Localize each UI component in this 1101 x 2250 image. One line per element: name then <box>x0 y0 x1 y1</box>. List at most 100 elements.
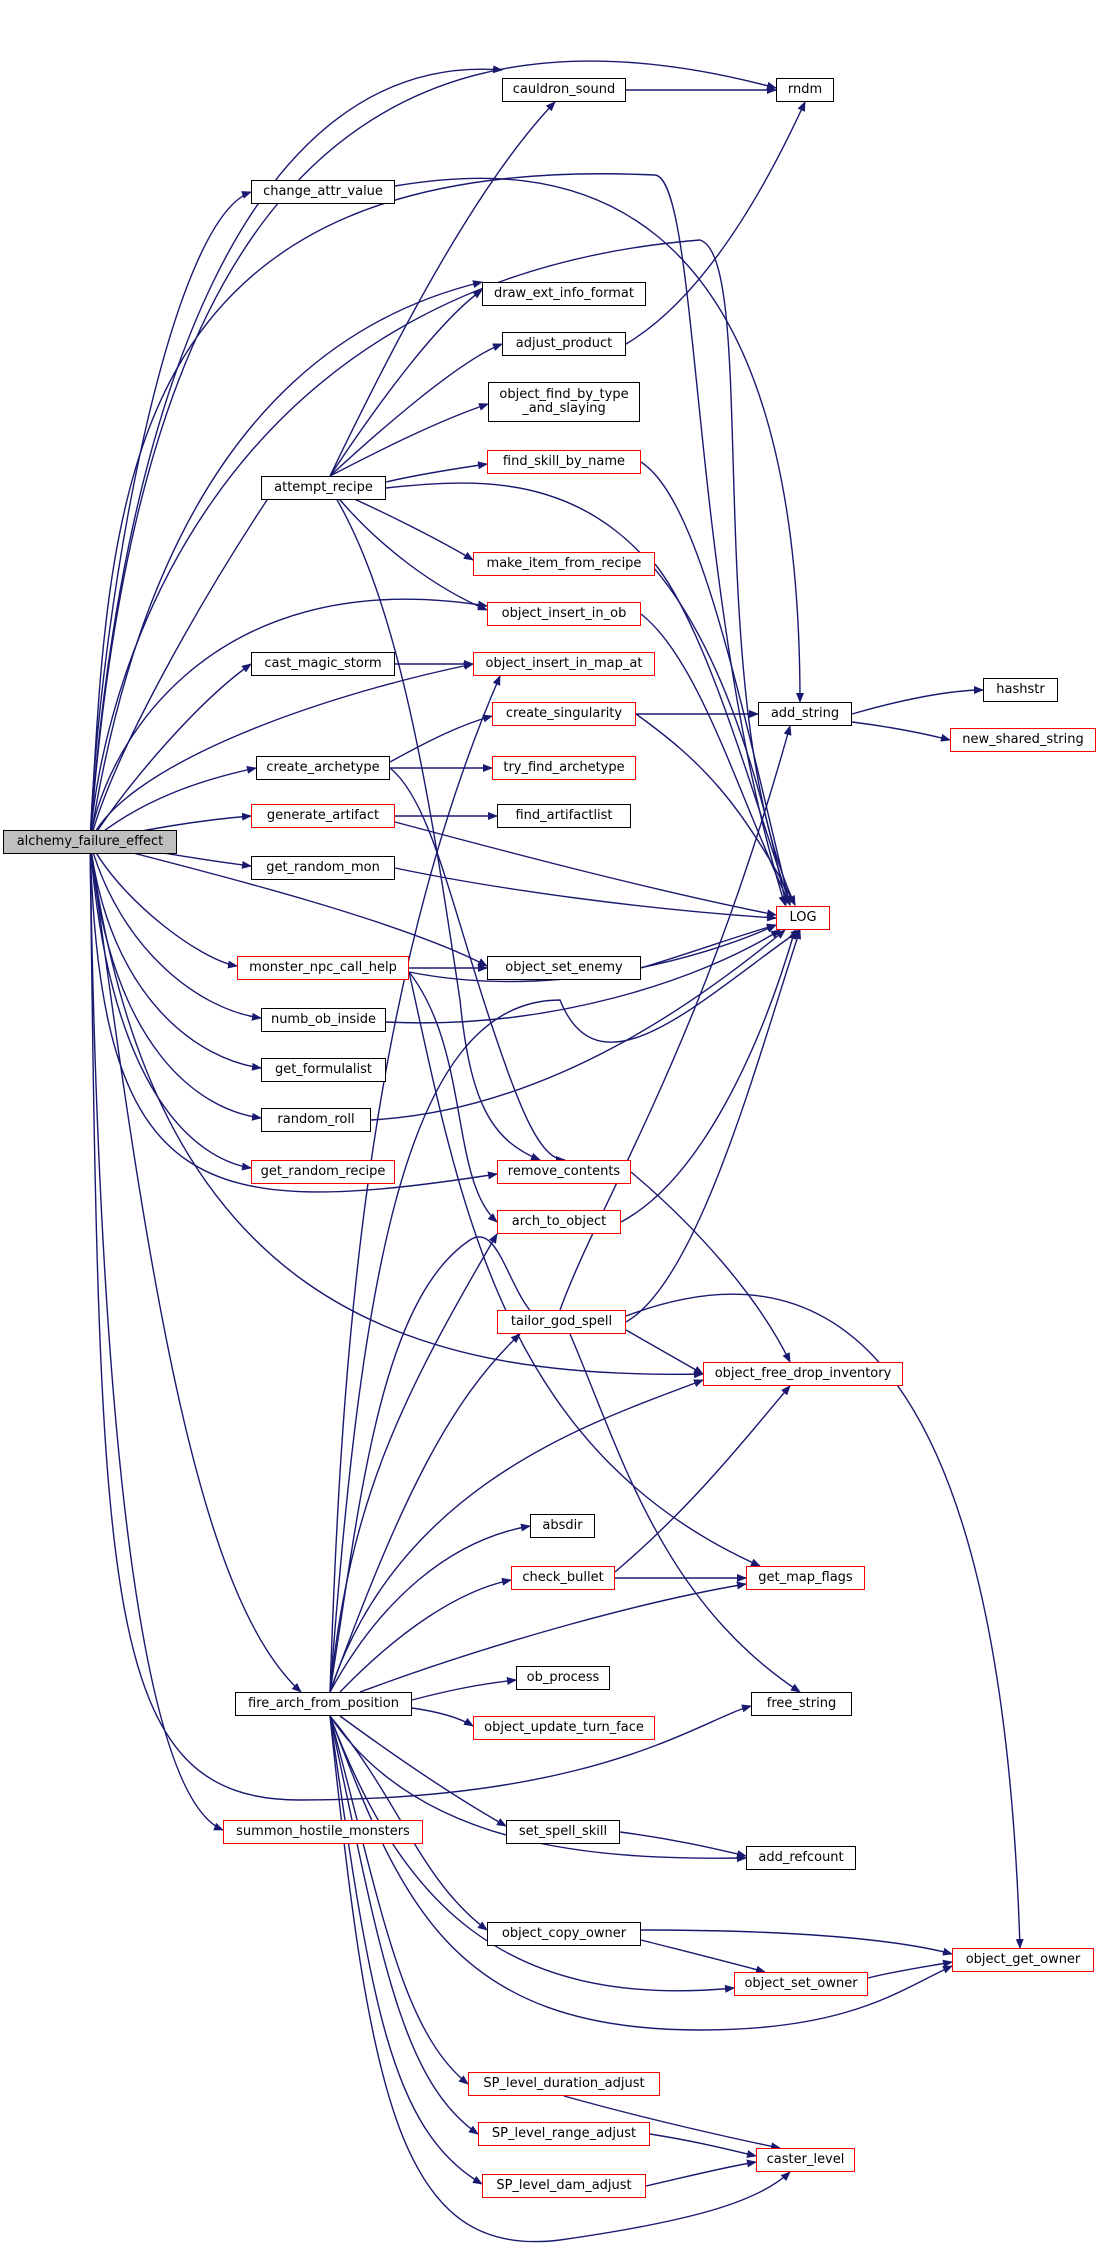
call-edge <box>89 487 276 843</box>
node-adjust-product[interactable]: adjust_product <box>502 332 626 356</box>
node-monster-npc-call-help[interactable]: monster_npc_call_help <box>237 956 409 980</box>
node-add-string[interactable]: add_string <box>758 702 852 726</box>
call-edge <box>329 487 541 1161</box>
node-object-insert-in-map-at[interactable]: object_insert_in_map_at <box>473 652 655 676</box>
node-find-artifactlist[interactable]: find_artifactlist <box>497 804 631 828</box>
call-edge <box>635 713 796 906</box>
call-edge <box>640 923 777 969</box>
call-edge <box>329 289 483 477</box>
node-remove-contents[interactable]: remove_contents <box>497 1160 631 1184</box>
node-LOG[interactable]: LOG <box>776 906 830 930</box>
call-edge <box>89 173 787 906</box>
call-edge <box>329 403 489 477</box>
call-edge <box>640 461 792 906</box>
call-edge <box>329 1236 541 1693</box>
call-edge <box>329 1715 735 1993</box>
node-check-bullet[interactable]: check_bullet <box>511 1566 615 1590</box>
node-make-item-from-recipe[interactable]: make_item_from_recipe <box>473 552 655 576</box>
call-edge <box>89 841 262 1121</box>
call-edge <box>394 177 804 703</box>
call-edge <box>89 841 498 1193</box>
node-object-set-owner[interactable]: object_set_owner <box>734 1972 868 1996</box>
node-object-copy-owner[interactable]: object_copy_owner <box>487 1922 641 1946</box>
node-arch-to-object[interactable]: arch_to_object <box>497 1210 621 1234</box>
node-generate-artifact[interactable]: generate_artifact <box>251 804 395 828</box>
call-edge <box>89 841 224 1831</box>
call-edge <box>569 1333 801 1693</box>
node-find-skill-by-name[interactable]: find_skill_by_name <box>487 450 641 474</box>
node-cast-magic-storm[interactable]: cast_magic_storm <box>251 652 395 676</box>
call-edge <box>614 1385 791 1573</box>
node-create-archetype[interactable]: create_archetype <box>256 756 390 780</box>
node-try-find-archetype[interactable]: try_find_archetype <box>492 756 636 780</box>
call-edge <box>640 613 791 906</box>
call-edge <box>867 1959 953 1979</box>
node-object-find-by-type-and-slaying[interactable]: object_find_by_type _and_slaying <box>488 382 640 422</box>
node-sp-level-dam-adjust[interactable]: SP_level_dam_adjust <box>482 2174 646 2198</box>
node-set-spell-skill[interactable]: set_spell_skill <box>506 1820 620 1844</box>
node-free-string[interactable]: free_string <box>751 1692 852 1716</box>
call-edge <box>339 1577 512 1693</box>
call-edge <box>89 841 252 1171</box>
call-edge <box>89 841 262 1071</box>
call-edge <box>385 461 488 483</box>
node-summon-hostile-monsters[interactable]: summon_hostile_monsters <box>223 1820 423 1844</box>
call-edge <box>329 929 801 1693</box>
call-edge <box>329 1233 498 1693</box>
call-edge <box>339 1715 507 1827</box>
call-edge <box>389 767 566 1164</box>
node-hashstr[interactable]: hashstr <box>983 678 1058 702</box>
call-edge <box>329 487 488 611</box>
node-object-get-owner[interactable]: object_get_owner <box>952 1948 1094 1972</box>
call-edge <box>329 343 503 477</box>
node-caster-level[interactable]: caster_level <box>756 2148 855 2172</box>
call-edge <box>329 1523 531 1693</box>
call-edge <box>563 2095 781 2151</box>
call-edge <box>385 929 781 1024</box>
node-tailor-god-spell[interactable]: tailor_god_spell <box>497 1310 626 1334</box>
node-object-free-drop-inventory[interactable]: object_free_drop_inventory <box>703 1362 903 1386</box>
node-get-formulalist[interactable]: get_formulalist <box>261 1058 386 1082</box>
call-edge <box>640 1939 766 1974</box>
call-edge <box>619 1831 747 1858</box>
call-edge <box>654 563 792 906</box>
node-alchemy-failure-effect: alchemy_failure_effect <box>3 830 177 854</box>
call-edge <box>630 1171 791 1363</box>
node-fire-arch-from-position[interactable]: fire_arch_from_position <box>235 1692 412 1716</box>
call-edge <box>89 841 262 1021</box>
call-edge <box>329 1715 791 2243</box>
call-edge <box>329 1715 953 2031</box>
node-sp-level-range-adjust[interactable]: SP_level_range_adjust <box>478 2122 650 2146</box>
node-absdir[interactable]: absdir <box>530 1514 595 1538</box>
call-edge <box>329 101 556 477</box>
node-get-random-recipe[interactable]: get_random_recipe <box>251 1160 395 1184</box>
node-random-roll[interactable]: random_roll <box>261 1108 371 1132</box>
node-change-attr-value[interactable]: change_attr_value <box>251 180 395 204</box>
node-object-insert-in-ob[interactable]: object_insert_in_ob <box>487 602 641 626</box>
node-ob-process[interactable]: ob_process <box>516 1666 610 1690</box>
call-edge <box>359 1581 747 1693</box>
node-cauldron-sound[interactable]: cauldron_sound <box>502 78 626 102</box>
call-edge <box>89 841 238 969</box>
node-get-map-flags[interactable]: get_map_flags <box>746 1566 865 1590</box>
node-new-shared-string[interactable]: new_shared_string <box>950 728 1096 752</box>
node-create-singularity[interactable]: create_singularity <box>492 702 636 726</box>
call-edge <box>89 191 252 843</box>
node-get-random-mon[interactable]: get_random_mon <box>251 856 395 880</box>
call-edge <box>89 663 252 843</box>
call-edge <box>329 1379 704 1693</box>
call-edge <box>329 1715 479 2135</box>
node-add-refcount[interactable]: add_refcount <box>746 1846 856 1870</box>
node-rndm[interactable]: rndm <box>776 78 834 102</box>
node-numb-ob-inside[interactable]: numb_ob_inside <box>261 1008 386 1032</box>
node-object-set-enemy[interactable]: object_set_enemy <box>487 956 641 980</box>
node-attempt-recipe[interactable]: attempt_recipe <box>261 476 386 500</box>
call-edge <box>559 725 792 1311</box>
node-draw-ext-info-format[interactable]: draw_ext_info_format <box>482 282 646 306</box>
call-edge <box>329 1715 483 2185</box>
node-object-update-turn-face[interactable]: object_update_turn_face <box>473 1716 655 1740</box>
call-edge <box>89 841 302 1693</box>
node-sp-level-duration-adjust[interactable]: SP_level_duration_adjust <box>468 2072 660 2096</box>
call-edge <box>625 101 806 345</box>
